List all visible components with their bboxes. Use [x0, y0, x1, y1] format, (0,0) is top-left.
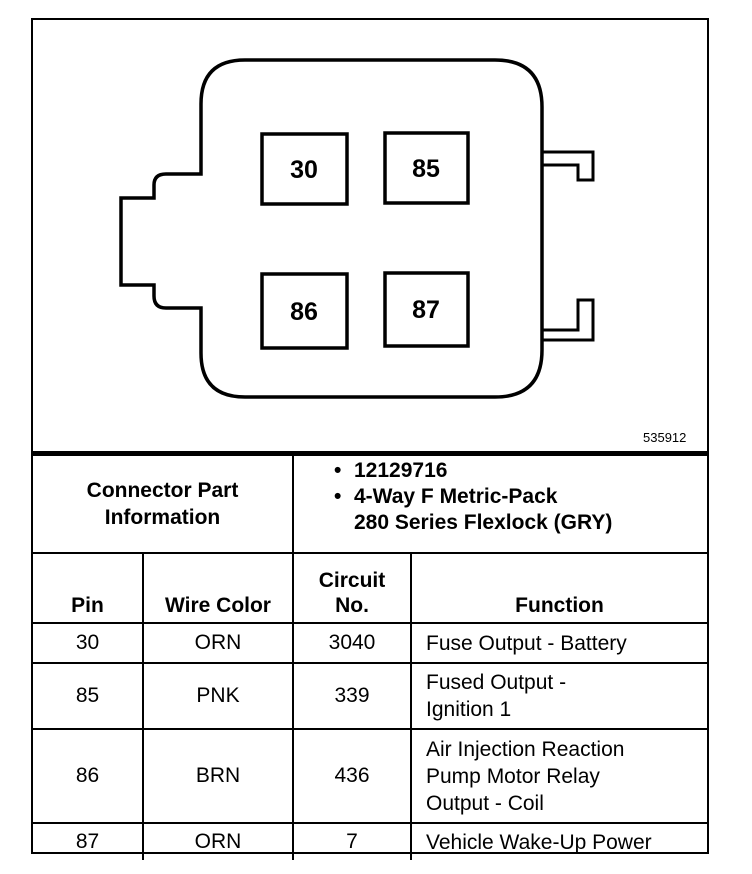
bullet-icon: •	[334, 485, 342, 508]
pin-cavity-30: 30	[260, 132, 349, 206]
header-wire-color: Wire Color	[142, 552, 294, 624]
function-line: Fuse Output - Battery	[426, 631, 627, 655]
pin-cavity-87: 87	[383, 271, 470, 348]
function-line: Vehicle Wake-Up Power	[426, 830, 652, 854]
header-circuit-line2: No.	[335, 594, 369, 617]
cell-circuit: 339	[292, 662, 412, 730]
cell-pin: 30	[33, 622, 144, 664]
connector-info-value: • 12129716 • 4-Way F Metric-Pack 280 Ser…	[291, 454, 708, 554]
figure-number: 535912	[643, 430, 687, 445]
pin-label-85: 85	[412, 155, 440, 183]
connector-body	[119, 58, 544, 399]
connector-diagram-frame: 30 85 86 87 535912 Connect	[31, 18, 709, 860]
connector-info-label-line1: Connector Part	[86, 479, 239, 502]
connector-info-row: Connector Part Information • 12129716 • …	[33, 454, 708, 554]
cell-function: Air Injection Reaction Pump Motor Relay …	[409, 728, 708, 824]
connector-type-line2: 280 Series Flexlock (GRY)	[354, 511, 613, 534]
cell-function: Vehicle Wake-Up Power	[409, 822, 708, 860]
header-circuit-line1: Circuit	[318, 569, 386, 592]
connector-body-outline	[121, 60, 542, 396]
header-circuit-no: Circuit No.	[292, 552, 412, 624]
connector-info-label: Connector Part Information	[33, 454, 294, 554]
cell-wire-color: PNK	[142, 662, 294, 730]
table-row: 87 ORN 7 Vehicle Wake-Up Power	[33, 822, 708, 860]
function-line: Air Injection Reaction	[426, 737, 625, 761]
table-row: 85 PNK 339 Fused Output - Ignition 1	[33, 662, 708, 730]
connector-info-label-line2: Information	[104, 506, 221, 529]
table-header-row: Pin Wire Color Circuit No. Function	[33, 552, 708, 624]
header-pin: Pin	[33, 552, 144, 624]
connector-type-text: 4-Way F Metric-Pack 280 Series Flexlock …	[354, 484, 612, 536]
connector-type-item: • 4-Way F Metric-Pack 280 Series Flexloc…	[334, 484, 707, 536]
pin-cavity-85: 85	[383, 131, 470, 205]
cell-function: Fused Output - Ignition 1	[409, 662, 708, 730]
connector-face-diagram: 30 85 86 87 535912	[33, 20, 707, 454]
part-number: 12129716	[354, 459, 448, 482]
function-line: Ignition 1	[426, 698, 512, 721]
latch-tab-upper	[542, 150, 595, 182]
cell-function: Fuse Output - Battery	[409, 622, 708, 664]
pin-cavity-86: 86	[260, 272, 349, 350]
header-function: Function	[409, 552, 708, 624]
cell-circuit: 7	[292, 822, 412, 860]
cell-pin: 86	[33, 728, 144, 824]
table-row: 86 BRN 436 Air Injection Reaction Pump M…	[33, 728, 708, 824]
part-number-item: • 12129716	[334, 458, 707, 484]
cell-pin: 87	[33, 822, 144, 860]
pin-label-86: 86	[290, 298, 318, 326]
cell-wire-color: ORN	[142, 622, 294, 664]
connector-face-drawing: 30 85 86 87	[119, 58, 595, 399]
connector-type-line1: 4-Way F Metric-Pack	[354, 485, 558, 508]
cell-pin: 85	[33, 662, 144, 730]
table-row: 30 ORN 3040 Fuse Output - Battery	[33, 622, 708, 664]
pin-label-87: 87	[412, 296, 440, 324]
function-line: Fused Output -	[426, 671, 567, 694]
function-line: Pump Motor Relay	[426, 764, 600, 788]
cell-wire-color: ORN	[142, 822, 294, 860]
bullet-icon: •	[334, 459, 342, 482]
function-line: Output - Coil	[426, 791, 544, 815]
latch-tab-lower	[542, 298, 595, 342]
cell-circuit: 3040	[292, 622, 412, 664]
connector-pinout-table: Connector Part Information • 12129716 • …	[33, 454, 708, 860]
cell-circuit: 436	[292, 728, 412, 824]
pin-label-30: 30	[290, 156, 318, 184]
cell-wire-color: BRN	[142, 728, 294, 824]
